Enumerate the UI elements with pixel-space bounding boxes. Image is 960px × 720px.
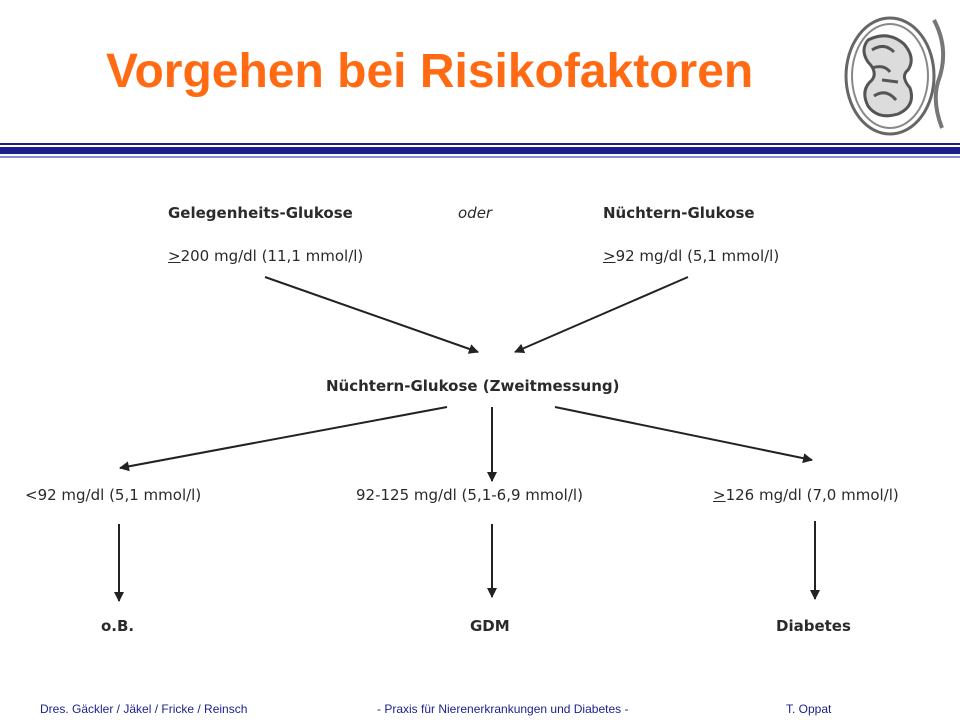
value-text: 92 mg/dl (5,1 mmol/l) bbox=[615, 247, 780, 265]
value-text: 126 mg/dl (7,0 mmol/l) bbox=[725, 486, 899, 504]
result-ob: o.B. bbox=[101, 617, 135, 635]
value-nuechtern-glukose: >92 mg/dl (5,1 mmol/l) bbox=[603, 249, 779, 264]
footer-practice: - Praxis für Nierenerkrankungen und Diab… bbox=[377, 702, 629, 716]
arrow-middle-to-right bbox=[554, 406, 813, 464]
arrow-middle-to-left bbox=[119, 406, 448, 472]
ge-sign: > bbox=[713, 486, 726, 504]
arrow-left-to-middle bbox=[264, 276, 479, 354]
value-gelegenheits-glukose: >200 mg/dl (11,1 mmol/l) bbox=[168, 249, 363, 264]
result-diabetes: Diabetes bbox=[776, 617, 851, 635]
footer-presenter: T. Oppat bbox=[786, 702, 832, 716]
ge-sign: > bbox=[603, 247, 616, 265]
node-nuechtern-glukose: Nüchtern-Glukose bbox=[603, 204, 755, 222]
slide-title: Vorgehen bei Risikofaktoren bbox=[106, 45, 754, 98]
result-gdm: GDM bbox=[470, 617, 510, 635]
node-gelegenheits-glukose: Gelegenheits-Glukose bbox=[168, 204, 353, 222]
value-text: 200 mg/dl (11,1 mmol/l) bbox=[180, 247, 364, 265]
branch-condition-mid: 92-125 mg/dl (5,1-6,9 mmol/l) bbox=[356, 486, 583, 504]
connector-oder: oder bbox=[458, 204, 493, 222]
header-rule-light bbox=[0, 156, 960, 158]
header-rule-thick bbox=[0, 147, 960, 154]
kidney-icon bbox=[844, 16, 946, 136]
header-rule-thin bbox=[0, 143, 960, 145]
branch-condition-high: >126 mg/dl (7,0 mmol/l) bbox=[713, 488, 899, 503]
ge-sign: > bbox=[168, 247, 181, 265]
arrow-right-to-middle bbox=[514, 276, 689, 354]
node-zweitmessung: Nüchtern-Glukose (Zweitmessung) bbox=[326, 377, 620, 395]
branch-condition-low: <92 mg/dl (5,1 mmol/l) bbox=[25, 486, 202, 504]
footer-authors: Dres. Gäckler / Jäkel / Fricke / Reinsch bbox=[40, 702, 248, 716]
